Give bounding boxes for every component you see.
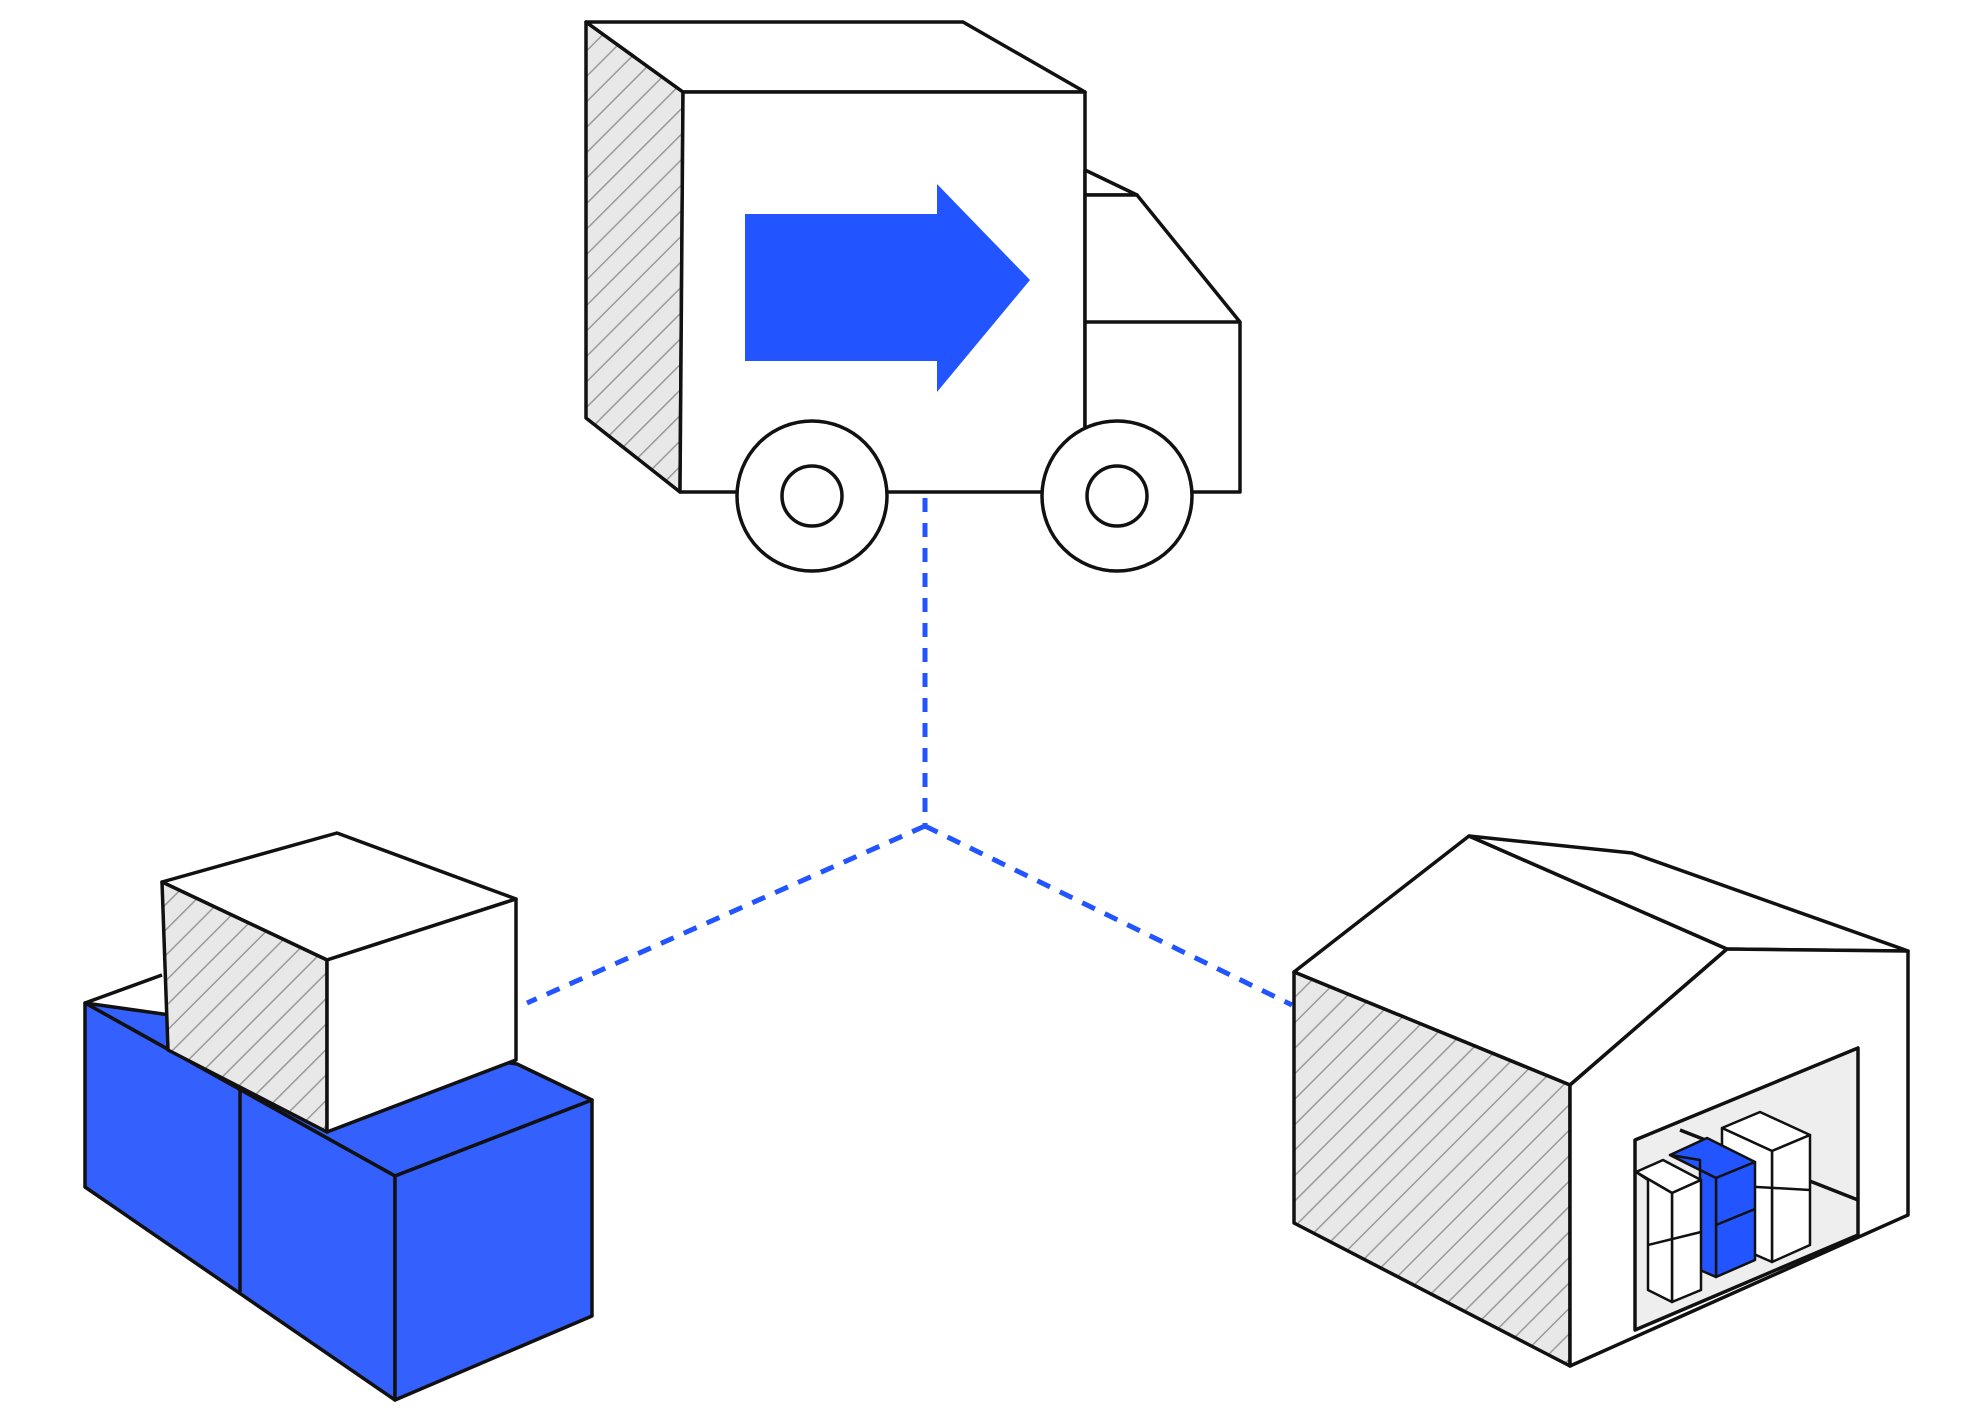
truck-cab-top	[1083, 168, 1139, 197]
white-box-right-face	[325, 897, 518, 1134]
truck-front-wheel	[1040, 419, 1194, 573]
truck-rear-wheel	[735, 419, 889, 573]
blue-boxes-right-face	[393, 1098, 594, 1402]
stacked-boxes-icon	[83, 831, 594, 1402]
truck-side-face	[584, 20, 685, 494]
truck-arrow-icon	[745, 184, 1030, 392]
connectors	[525, 498, 1294, 1008]
delivery-truck-icon	[584, 20, 1242, 573]
warehouse-icon	[1292, 834, 1910, 1368]
connector-hub-to-warehouse	[923, 823, 1294, 1008]
warehouse-interior-boxes	[1634, 1110, 1812, 1304]
connector-hub-to-boxes	[525, 823, 927, 1006]
blue-boxes-top-edge	[84, 973, 163, 1005]
